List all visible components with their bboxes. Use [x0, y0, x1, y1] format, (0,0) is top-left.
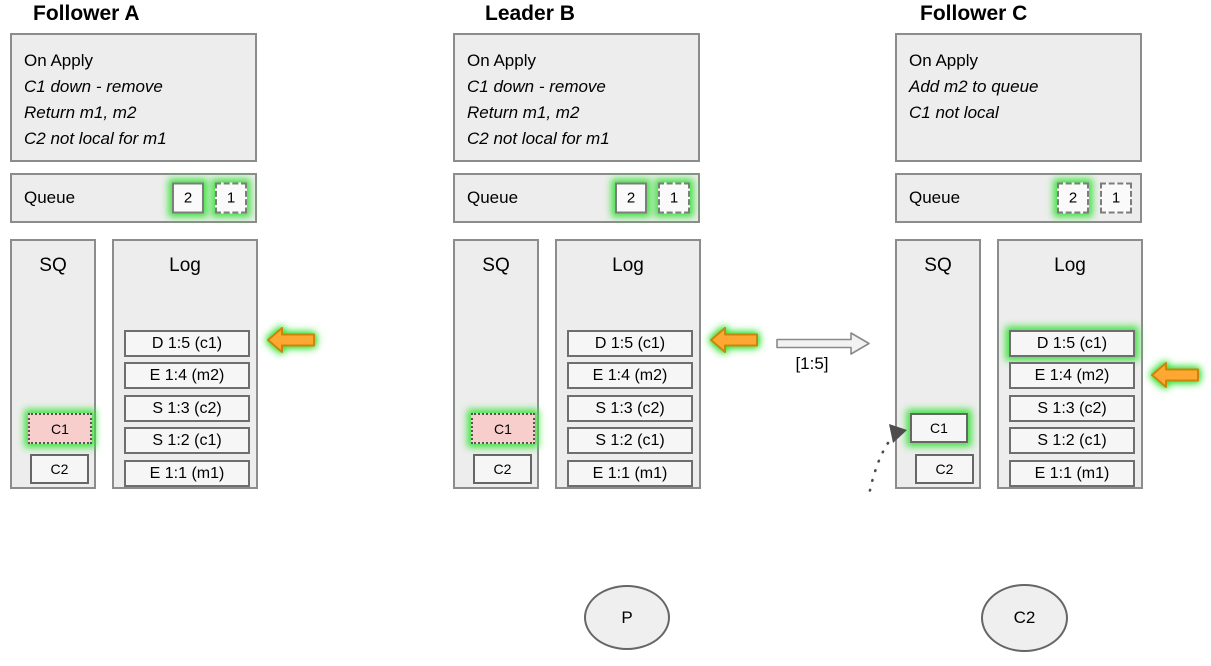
sq-box: SQ C1 C2: [895, 239, 981, 489]
column-follower-a: Follower A On Apply C1 down - remove Ret…: [0, 0, 330, 666]
queue-box: Queue 2 1: [10, 173, 257, 223]
on-apply-box: On Apply C1 down - remove Return m1, m2 …: [10, 33, 257, 162]
log-entry: D 1:5 (c1): [1009, 330, 1135, 357]
on-apply-note: Add m2 to queue: [909, 77, 1039, 96]
sq-item-c1: C1: [28, 413, 92, 444]
replication-range-label: [1:5]: [795, 354, 829, 373]
log-label: Log: [1054, 255, 1086, 276]
sq-item-c1: C1: [910, 413, 968, 443]
on-apply-note: C1 down - remove: [467, 77, 606, 96]
column-title: Leader B: [485, 2, 575, 25]
column-title: Follower A: [33, 2, 140, 25]
column-follower-c: Follower C On Apply Add m2 to queue C1 n…: [885, 0, 1211, 666]
on-apply-note: C2 not local for m1: [24, 129, 167, 148]
log-entry: E 1:4 (m2): [1009, 362, 1135, 389]
sq-box: SQ C1 C2: [10, 239, 96, 489]
column-title: Follower C: [920, 2, 1028, 25]
queue-chip-2: 2: [1057, 182, 1089, 214]
log-entry: S 1:2 (c1): [567, 427, 693, 454]
log-entry: S 1:3 (c2): [124, 395, 250, 422]
log-entry: E 1:1 (m1): [124, 460, 250, 487]
log-entry: E 1:1 (m1): [1009, 460, 1135, 487]
queue-chip-1: 1: [215, 182, 247, 214]
queue-chips: 2 1: [615, 182, 690, 214]
queue-label: Queue: [24, 188, 76, 207]
sq-item-c2: C2: [473, 454, 532, 484]
sq-label: SQ: [482, 255, 510, 276]
on-apply-note: Return m1, m2: [24, 103, 137, 122]
log-label: Log: [169, 255, 201, 276]
on-apply-heading: On Apply: [909, 51, 978, 70]
column-leader-b: Leader B On Apply C1 down - remove Retur…: [443, 0, 773, 666]
log-entry: E 1:4 (m2): [567, 362, 693, 389]
sq-label: SQ: [924, 255, 952, 276]
queue-chip-1: 1: [658, 182, 690, 214]
actor-label: C2: [1013, 608, 1036, 627]
on-apply-box: On Apply C1 down - remove Return m1, m2 …: [453, 33, 700, 162]
log-entry: S 1:3 (c2): [567, 395, 693, 422]
queue-chip-2: 2: [172, 182, 204, 214]
log-entry: E 1:1 (m1): [567, 460, 693, 487]
log-box: Log D 1:5 (c1) E 1:4 (m2) S 1:3 (c2) S 1…: [112, 239, 258, 489]
sq-item-c1: C1: [471, 413, 535, 444]
queue-label: Queue: [909, 188, 961, 207]
on-apply-note: C1 down - remove: [24, 77, 163, 96]
on-apply-note: Return m1, m2: [467, 103, 580, 122]
queue-box: Queue 2 1: [895, 173, 1142, 223]
sq-item-c2: C2: [30, 454, 89, 484]
queue-chip-1: 1: [1100, 182, 1132, 214]
log-entry: S 1:2 (c1): [1009, 427, 1135, 454]
apply-pointer-arrow-icon: [267, 327, 315, 353]
on-apply-box: On Apply Add m2 to queue C1 not local: [895, 33, 1142, 162]
log-entry: D 1:5 (c1): [567, 330, 693, 357]
actor-ellipse-c2: C2: [981, 584, 1068, 652]
actor-label: P: [621, 607, 633, 627]
queue-label: Queue: [467, 188, 519, 207]
log-box: Log D 1:5 (c1) E 1:4 (m2) S 1:3 (c2) S 1…: [997, 239, 1143, 489]
actor-ellipse-p: P: [584, 585, 670, 650]
queue-chips: 2 1: [1057, 182, 1132, 214]
dotted-arrow-icon: [867, 424, 907, 497]
log-entry: S 1:2 (c1): [124, 427, 250, 454]
queue-chips: 2 1: [172, 182, 247, 214]
log-entry: D 1:5 (c1): [124, 330, 250, 357]
log-entry: E 1:4 (m2): [124, 362, 250, 389]
apply-pointer-arrow-icon: [1151, 362, 1199, 388]
log-label: Log: [612, 255, 644, 276]
sq-label: SQ: [39, 255, 67, 276]
log-box: Log D 1:5 (c1) E 1:4 (m2) S 1:3 (c2) S 1…: [555, 239, 701, 489]
sq-box: SQ C1 C2: [453, 239, 539, 489]
queue-chip-2: 2: [615, 182, 647, 214]
queue-box: Queue 2 1: [453, 173, 700, 223]
apply-pointer-arrow-icon: [710, 327, 758, 353]
replication-arrow-icon: [776, 332, 870, 355]
log-entry: S 1:3 (c2): [1009, 395, 1135, 422]
on-apply-heading: On Apply: [24, 51, 93, 70]
on-apply-note: C2 not local for m1: [467, 129, 610, 148]
on-apply-heading: On Apply: [467, 51, 536, 70]
sq-item-c2: C2: [915, 454, 974, 484]
on-apply-note: C1 not local: [909, 103, 999, 122]
